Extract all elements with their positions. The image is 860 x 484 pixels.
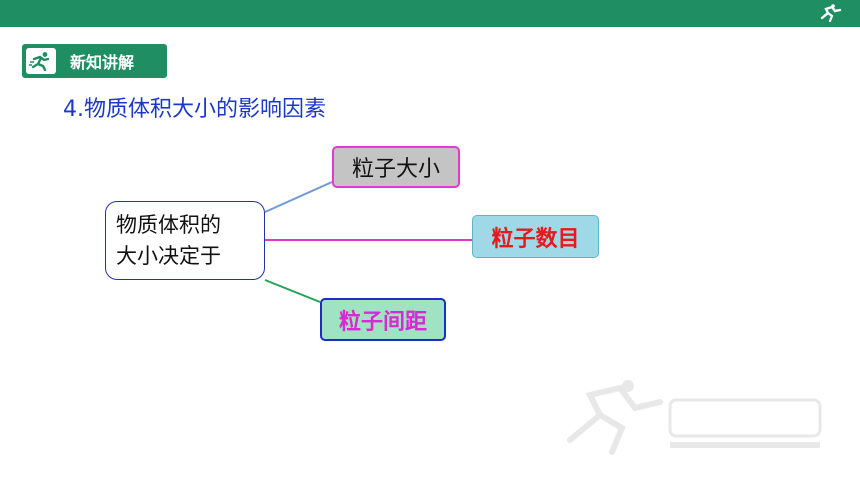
connector-to-particle-size: [264, 181, 333, 213]
central-concept-node: 物质体积的 大小决定于: [105, 201, 265, 280]
connector-to-particle-gap: [264, 279, 321, 303]
watermark-logo: [567, 380, 822, 455]
section-tag-label: 新知讲解: [70, 53, 135, 72]
branch-particle-size: 粒子大小: [332, 146, 460, 188]
central-line-2: 大小决定于: [116, 244, 221, 268]
brand-logo: [818, 3, 842, 23]
top-header-bar: [0, 0, 860, 27]
runner-icon: [26, 48, 56, 74]
central-line-1: 物质体积的: [116, 213, 221, 237]
runner-logo-icon: [820, 4, 842, 22]
page-title: 4.物质体积大小的影响因素: [63, 97, 326, 122]
section-tag: 新知讲解: [22, 44, 167, 78]
branch-particle-count: 粒子数目: [472, 215, 599, 258]
branch-particle-gap: 粒子间距: [320, 298, 446, 341]
